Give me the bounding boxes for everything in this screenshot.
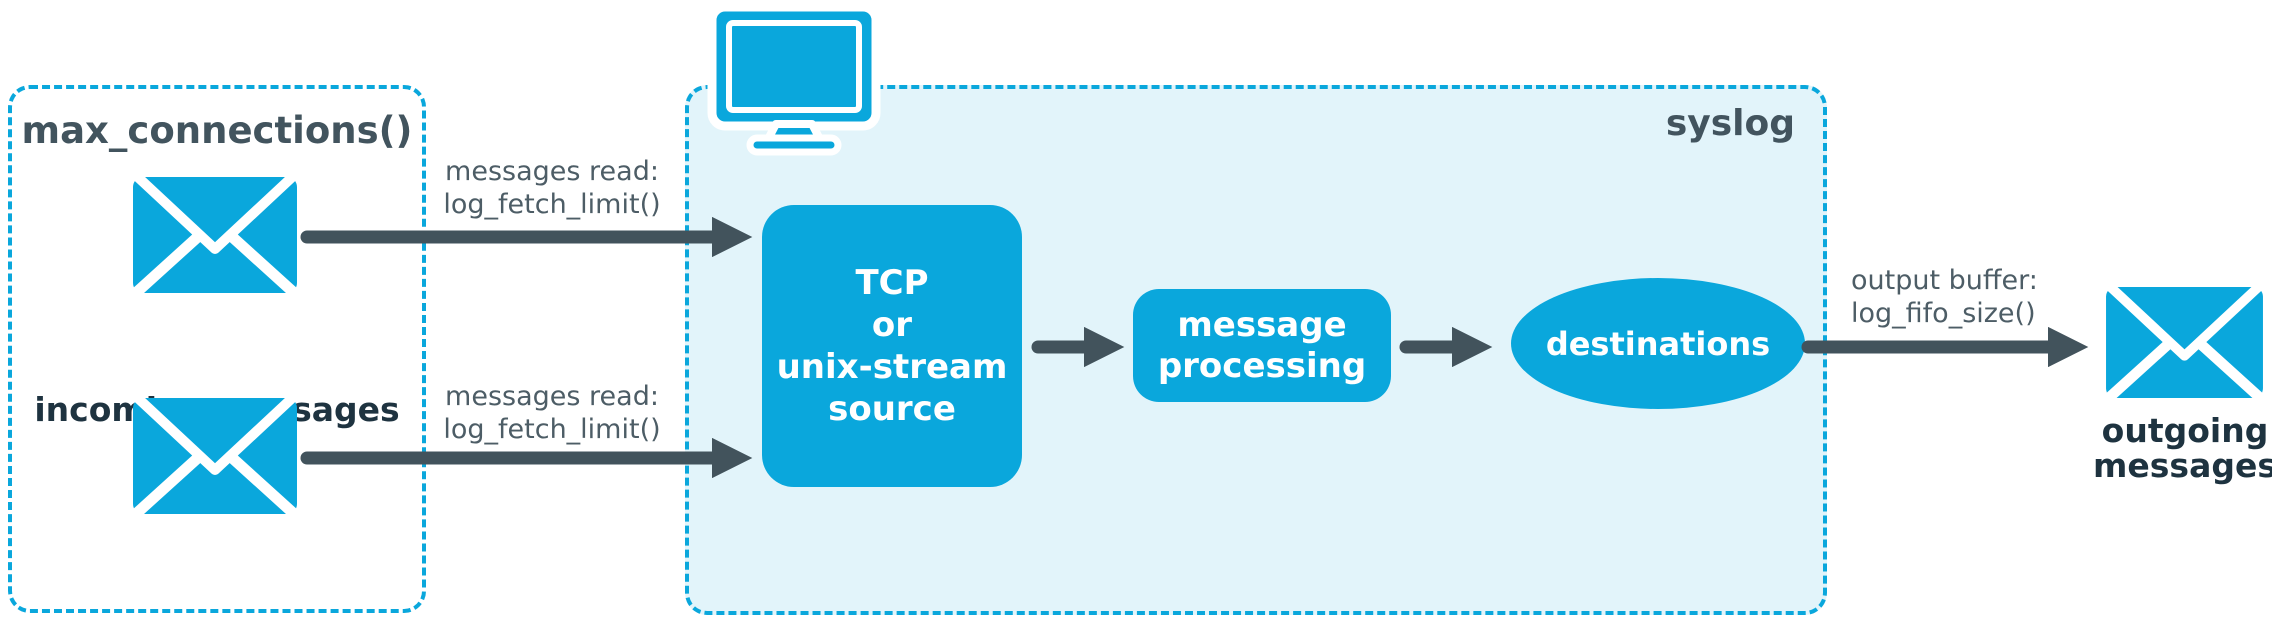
envelope-icon — [133, 177, 297, 293]
envelope-icon — [2101, 287, 2268, 398]
source-line: or — [871, 305, 913, 345]
message-processing-node: message processing — [1133, 289, 1391, 402]
envelope-icon — [133, 398, 297, 514]
max-connections-box: max_connections() incoming messages inco… — [8, 85, 426, 620]
messages-read-label-2: messages read: log_fetch_limit() — [443, 381, 661, 445]
monitor-icon — [707, 2, 881, 156]
output-buffer-label: output buffer: log_fifo_size() — [1851, 265, 2038, 329]
tcp-unix-stream-source-node: TCP or unix-stream source — [762, 205, 1022, 487]
message-processing-label: message processing — [1157, 304, 1367, 386]
messages-read-label-1: messages read: log_fetch_limit() — [443, 156, 661, 220]
syslog-title: syslog — [1665, 103, 1795, 144]
destinations-label: destinations — [1545, 324, 1771, 363]
source-line: unix-stream — [776, 347, 1008, 387]
max-connections-title: max_connections() — [21, 109, 413, 152]
incoming-messages-label-2: incoming messages — [12, 616, 422, 620]
destinations-node: destinations — [1511, 278, 1805, 409]
outgoing-messages-label: outgoing messages — [2093, 411, 2272, 485]
source-line: TCP — [855, 263, 929, 303]
source-line: source — [828, 389, 956, 429]
